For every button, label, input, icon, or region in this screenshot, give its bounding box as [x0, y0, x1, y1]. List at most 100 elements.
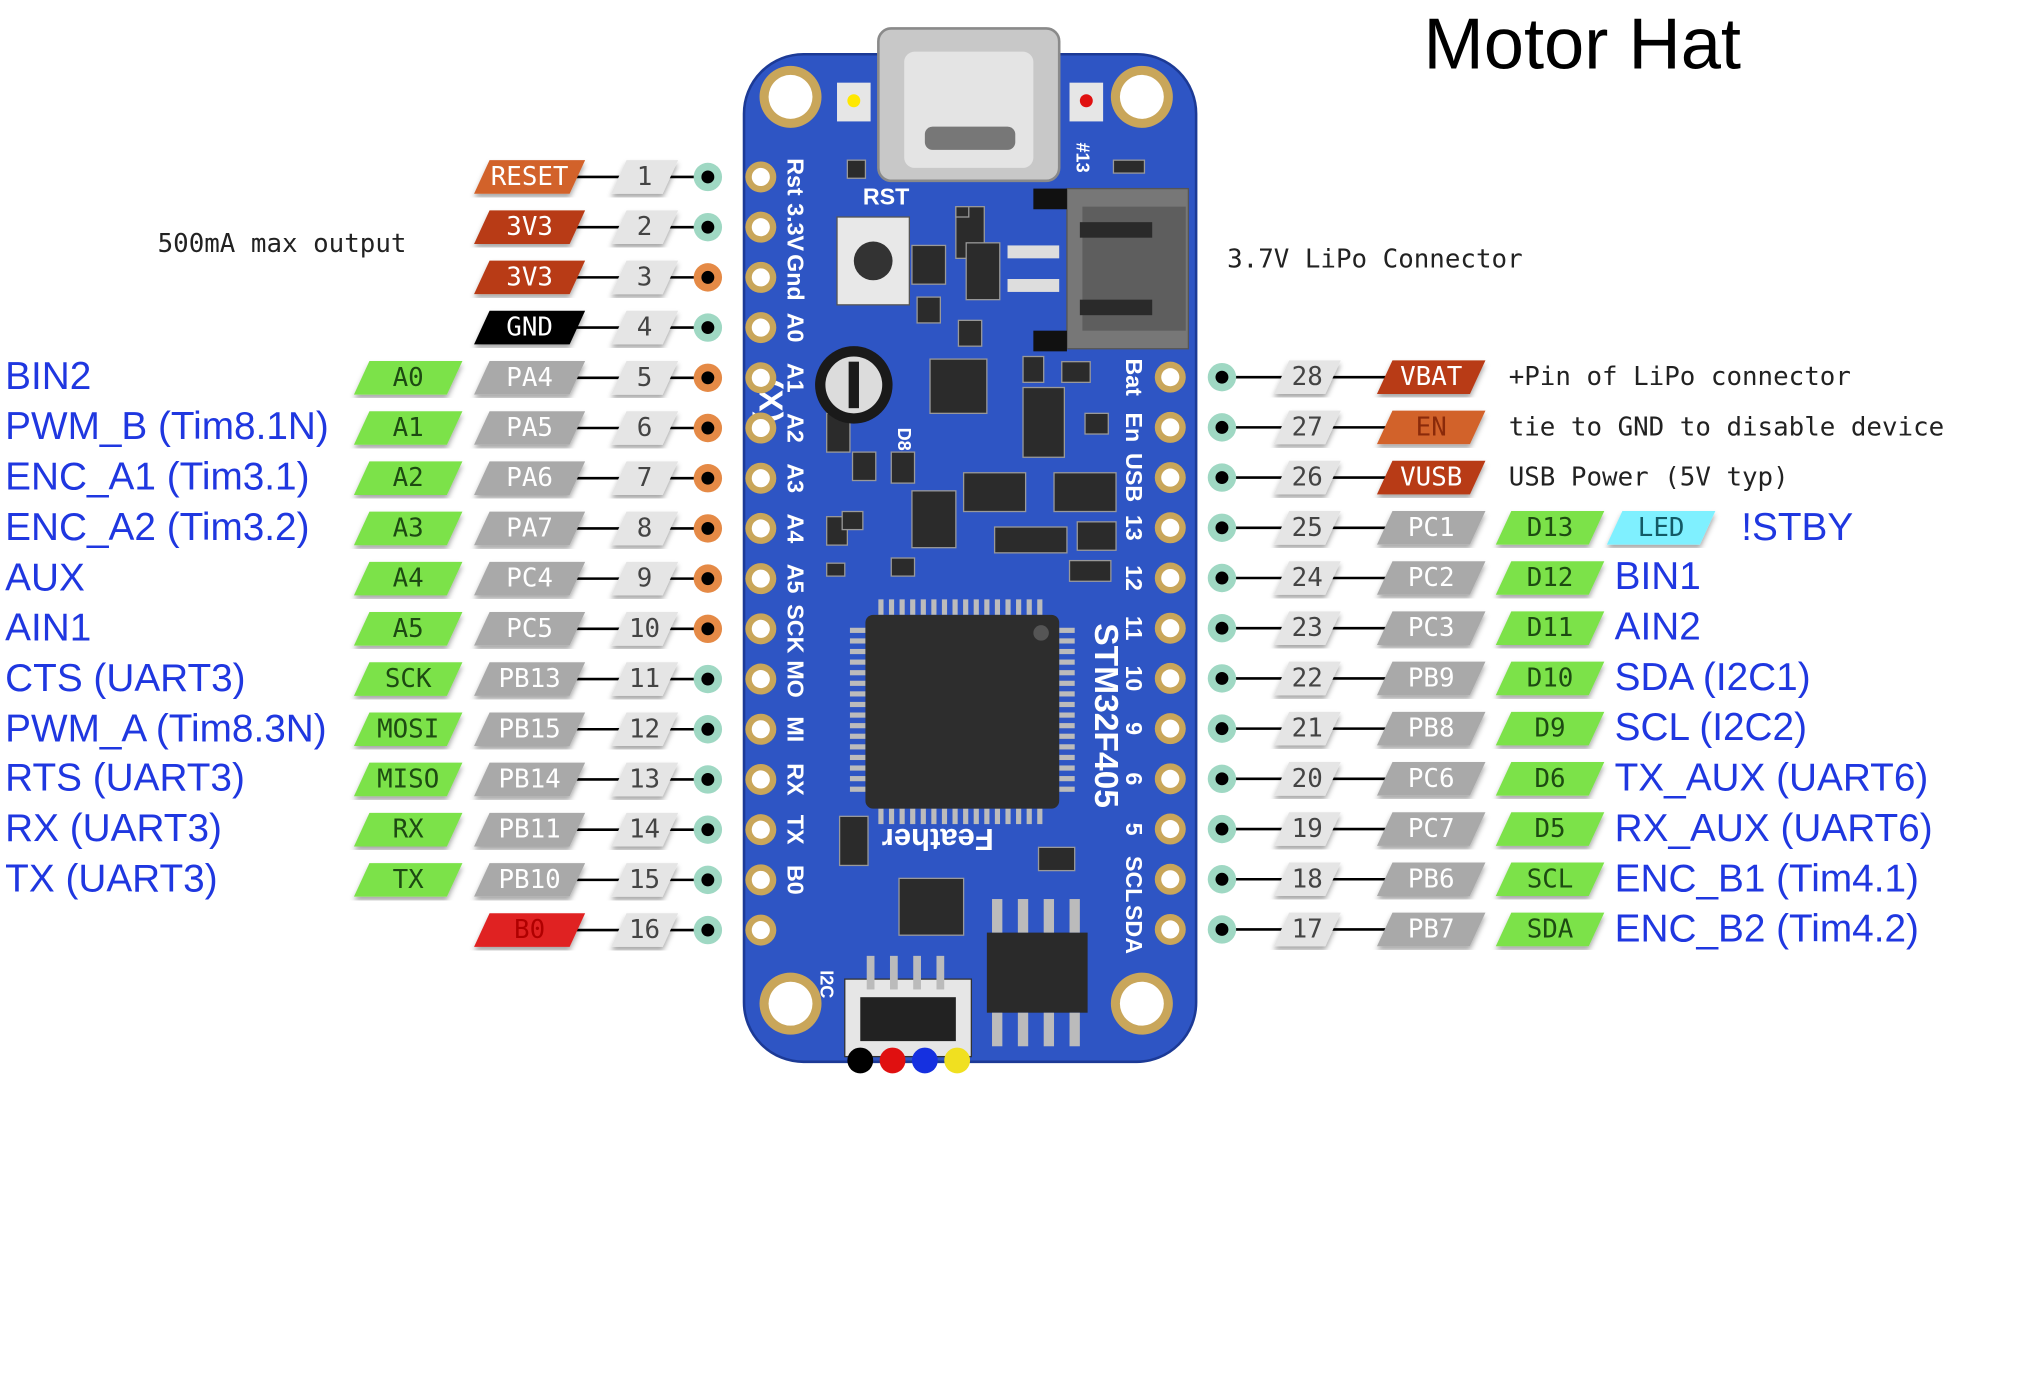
port-pin-box [1376, 661, 1486, 696]
arduino-pin-label: A4 [393, 564, 424, 594]
port-pin-box [474, 712, 586, 747]
mcu-pin [849, 712, 866, 718]
arduino-pin-label: SCL [1527, 864, 1574, 894]
mcu-pin [1059, 765, 1075, 771]
smd-component [1068, 559, 1112, 582]
arduino-pin-box [353, 411, 463, 445]
arduino-pin-box [353, 662, 463, 696]
mcu-dot [1033, 625, 1049, 641]
pin-dot-inner [1215, 923, 1229, 936]
left-function-label: RX (UART3) [5, 807, 222, 851]
pin-dot-inner [701, 421, 715, 435]
flash-pin [1043, 899, 1055, 933]
port-pin-label: PB9 [1408, 663, 1455, 693]
pin-dot-inner [1215, 420, 1229, 434]
i2c-wire-dot [911, 1047, 938, 1074]
lipo-pin-2 [1079, 299, 1153, 316]
right-silk-label: USB [1121, 453, 1147, 502]
port-pin-label: PC3 [1408, 613, 1455, 643]
lipo-tab-1 [1033, 188, 1067, 210]
power-pin-label: GND [506, 313, 553, 343]
mcu-pin [849, 680, 866, 686]
pin-dot-inner [701, 672, 715, 686]
right-silk-label: 9 [1121, 722, 1147, 735]
pin-dot-inner [1215, 671, 1229, 685]
left-silk-label: A3 [783, 463, 809, 493]
pin-number: 16 [629, 915, 660, 945]
pin-number: 11 [629, 664, 660, 694]
port-pin-box [474, 612, 586, 646]
right-silk-label: SDA [1121, 905, 1147, 954]
pin-number-box [610, 461, 679, 496]
smd-component [1112, 159, 1146, 174]
smd-component [1022, 386, 1066, 458]
left-pin-row: 16 B0 [474, 913, 723, 947]
header-hole [1161, 518, 1180, 537]
port-pin-box [1376, 511, 1486, 545]
arduino-pin-label: SDA [1527, 914, 1574, 944]
mcu-pin [849, 670, 866, 676]
pin-dot-inner [701, 873, 715, 887]
port-pin-box [474, 812, 586, 847]
i2c-pin [889, 955, 898, 990]
header-hole [751, 167, 770, 187]
smd-component [838, 815, 869, 867]
mcu-pin [1059, 723, 1075, 729]
mcu-pin [849, 733, 866, 739]
arduino-pin-label: MISO [377, 764, 439, 794]
power-pin-label: B0 [514, 915, 545, 945]
pin-dot-inner [1215, 370, 1229, 384]
mcu-pin [920, 808, 926, 825]
port-pin-box [474, 863, 586, 897]
port-pin-box [474, 662, 586, 696]
vusb-note: USB Power (5V typ) [1508, 461, 1789, 493]
port-pin-box [1376, 611, 1486, 646]
arduino-pin-label: MOSI [377, 714, 439, 744]
port-pin-label: PC4 [506, 564, 553, 594]
mount-hole [1119, 74, 1164, 119]
power-pin-box [474, 913, 586, 947]
mcu-pin [1016, 599, 1022, 615]
power-pin-label: RESET [491, 162, 569, 192]
pin-number-box [610, 612, 679, 646]
left-silk-label: A1 [783, 363, 809, 393]
right-function-label: ENC_B1 (Tim4.1) [1614, 857, 1919, 900]
header-hole [751, 720, 770, 739]
port-pin-label: PB14 [498, 764, 560, 794]
header-hole [1161, 920, 1180, 939]
smd-component [916, 296, 942, 324]
mcu-pin [1016, 808, 1022, 825]
pin-number-box [610, 812, 679, 847]
lipo-lead-1 [1007, 245, 1060, 259]
i2c-silk: I2C [817, 970, 837, 998]
pin-number-box [610, 260, 679, 295]
pin-number-box [610, 361, 679, 395]
power-pin-box [474, 160, 586, 194]
led-silk: #13 [1072, 143, 1092, 173]
mcu-pin [849, 776, 866, 782]
en-note: tie to GND to disable device [1508, 410, 1945, 442]
port-pin-label: PA7 [506, 513, 553, 543]
mcu-pin [910, 808, 916, 825]
mcu-pin [1059, 712, 1075, 718]
right-function-label: TX_AUX (UART6) [1614, 756, 1929, 800]
mount-hole [768, 981, 813, 1026]
mcu-chip [865, 614, 1060, 809]
pin-number-box [610, 160, 679, 194]
power-pin-box [1376, 460, 1486, 495]
smd-component [898, 877, 965, 936]
smd-component [1061, 361, 1091, 383]
pin-number: 15 [629, 865, 660, 895]
pin-number-box [1273, 360, 1341, 394]
port-pin-box [474, 511, 586, 546]
port-pin-box [1376, 912, 1486, 947]
mcu-pin [849, 744, 866, 750]
i2c-connector-body [860, 997, 956, 1042]
header-hole [751, 770, 770, 789]
mcu-pin [1037, 808, 1043, 825]
smd-component [851, 451, 877, 482]
power-pin-label: VBAT [1400, 362, 1462, 392]
